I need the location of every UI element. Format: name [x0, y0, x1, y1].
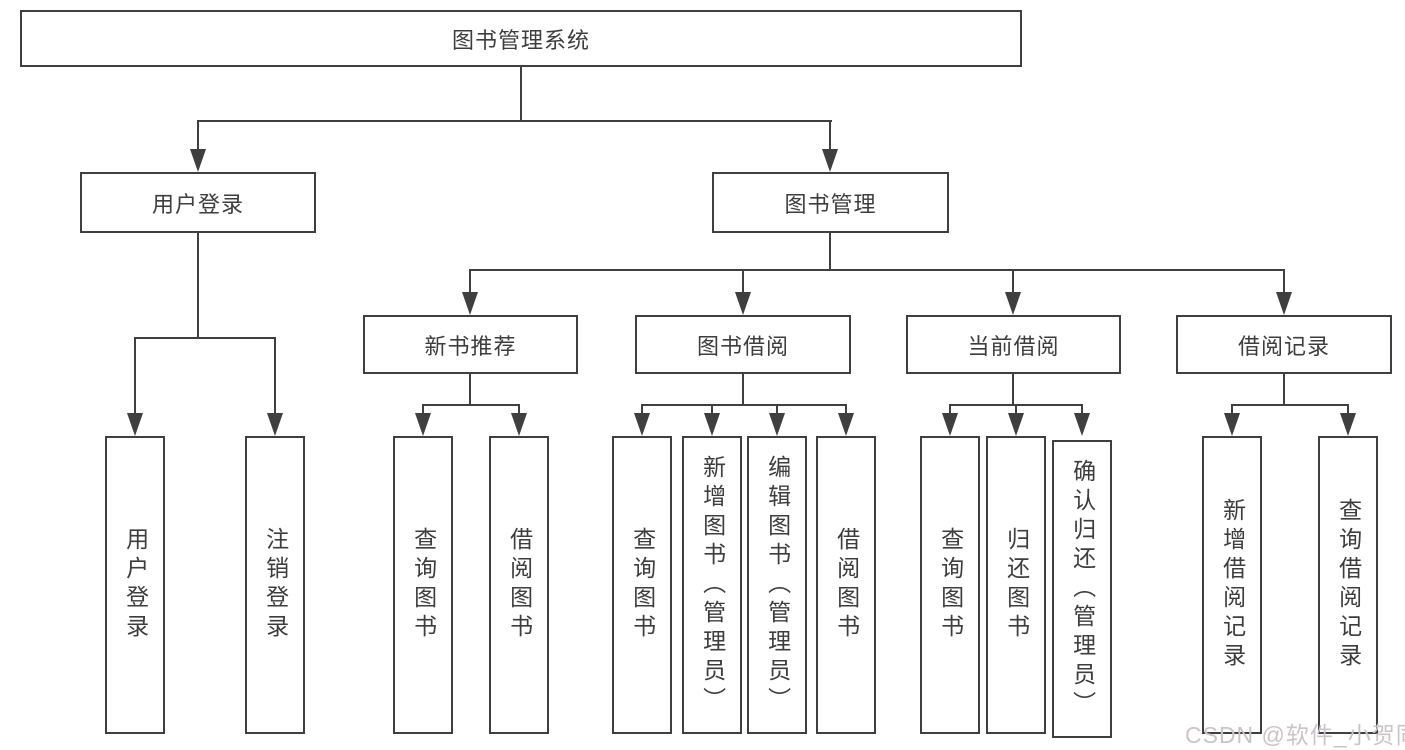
connector-line: [469, 374, 471, 406]
leaf-add-borrow-record: 新增借阅记录: [1202, 436, 1262, 734]
leaf-return-books: 归还图书: [986, 436, 1046, 734]
leaf-borrow-books-borrowing-label: 借阅图书: [833, 527, 860, 643]
leaf-query-books-newbook: 查询图书: [393, 436, 453, 734]
connector-line: [422, 404, 520, 406]
arrowhead-down: [838, 413, 854, 436]
node-current-borrowing-label: 当前借阅: [967, 333, 1060, 359]
connector-line: [469, 269, 1285, 271]
leaf-query-borrow-record: 查询借阅记录: [1318, 436, 1378, 734]
arrowhead-down: [704, 413, 720, 436]
arrowhead-down: [462, 292, 478, 315]
arrowhead-down: [1005, 292, 1021, 315]
leaf-user-login: 用户登录: [105, 436, 165, 734]
arrowhead-down: [1224, 413, 1240, 436]
leaf-query-borrow-record-label: 查询借阅记录: [1335, 498, 1362, 672]
arrowhead-down: [1340, 413, 1356, 436]
leaf-query-books-current: 查询图书: [920, 436, 980, 734]
node-borrowing-records: 借阅记录: [1176, 315, 1392, 374]
connector-line: [641, 404, 847, 406]
leaf-logout: 注销登录: [245, 436, 305, 734]
arrowhead-down: [634, 413, 650, 436]
arrowhead-down: [769, 413, 785, 436]
leaf-borrow-books-borrowing: 借阅图书: [816, 436, 876, 734]
leaf-edit-books-admin-label: 编辑图书（管理员）: [764, 454, 791, 716]
node-book-management-label: 图书管理: [784, 191, 877, 217]
connector-line: [197, 120, 199, 152]
leaf-confirm-return-admin-label: 确认归还（管理员）: [1069, 458, 1096, 720]
leaf-query-books-borrowing-label: 查询图书: [629, 527, 656, 643]
connector-line: [1231, 404, 1233, 415]
connector-line: [469, 269, 471, 295]
leaf-borrow-books-newbook-label: 借阅图书: [506, 527, 533, 643]
arrowhead-down: [1008, 413, 1024, 436]
connector-line: [742, 374, 744, 406]
connector-line: [1231, 404, 1349, 406]
connector-line: [520, 67, 522, 122]
leaf-return-books-label: 归还图书: [1003, 527, 1030, 643]
connector-line: [1283, 269, 1285, 295]
leaf-borrow-books-newbook: 借阅图书: [489, 436, 549, 734]
leaf-query-books-current-label: 查询图书: [937, 527, 964, 643]
node-book-management: 图书管理: [712, 172, 949, 233]
connector-line: [1081, 404, 1083, 415]
arrowhead-down: [942, 413, 958, 436]
node-new-book-recommend: 新书推荐: [363, 315, 578, 374]
arrowhead-down: [267, 413, 283, 436]
leaf-query-books-newbook-label: 查询图书: [410, 527, 437, 643]
connector-line: [641, 404, 643, 415]
leaf-add-borrow-record-label: 新增借阅记录: [1219, 498, 1246, 672]
connector-line: [1012, 374, 1014, 406]
node-book-borrowing: 图书借阅: [635, 315, 851, 374]
connector-line: [274, 337, 276, 415]
watermark: CSDN @软件_小贺同学: [1185, 722, 1405, 748]
connector-line: [829, 233, 831, 271]
node-new-book-recommend-label: 新书推荐: [424, 333, 517, 359]
connector-line: [422, 404, 424, 415]
connector-line: [1012, 269, 1014, 295]
arrowhead-down: [735, 292, 751, 315]
node-root-label: 图书管理系统: [451, 27, 590, 53]
node-borrowing-records-label: 借阅记录: [1237, 333, 1330, 359]
arrowhead-down: [511, 413, 527, 436]
connector-line: [776, 404, 778, 415]
connector-line: [845, 404, 847, 415]
node-book-borrowing-label: 图书借阅: [696, 333, 789, 359]
arrowhead-down: [190, 149, 206, 172]
connector-line: [134, 337, 136, 415]
node-current-borrowing: 当前借阅: [906, 315, 1121, 374]
leaf-add-books-admin: 新增图书（管理员）: [682, 436, 742, 734]
leaf-confirm-return-admin: 确认归还（管理员）: [1052, 440, 1112, 738]
leaf-query-books-borrowing: 查询图书: [612, 436, 672, 734]
connector-line: [1347, 404, 1349, 415]
connector-line: [197, 233, 199, 339]
connector-line: [134, 337, 276, 339]
arrowhead-down: [1276, 292, 1292, 315]
connector-line: [1283, 374, 1285, 406]
node-user-login: 用户登录: [80, 172, 316, 233]
leaf-logout-label: 注销登录: [262, 527, 289, 643]
connector-line: [829, 120, 831, 152]
arrowhead-down: [127, 413, 143, 436]
connector-line: [518, 404, 520, 415]
arrowhead-down: [415, 413, 431, 436]
arrowhead-down: [1074, 413, 1090, 436]
node-root: 图书管理系统: [20, 10, 1022, 67]
leaf-user-login-label: 用户登录: [122, 527, 149, 643]
leaf-add-books-admin-label: 新增图书（管理员）: [699, 454, 726, 716]
node-user-login-label: 用户登录: [151, 191, 244, 217]
leaf-edit-books-admin: 编辑图书（管理员）: [747, 436, 807, 734]
connector-line: [1015, 404, 1017, 415]
connector-line: [197, 120, 832, 122]
connector-line: [742, 269, 744, 295]
connector-line: [949, 404, 951, 415]
connector-line: [711, 404, 713, 415]
arrowhead-down: [822, 149, 838, 172]
